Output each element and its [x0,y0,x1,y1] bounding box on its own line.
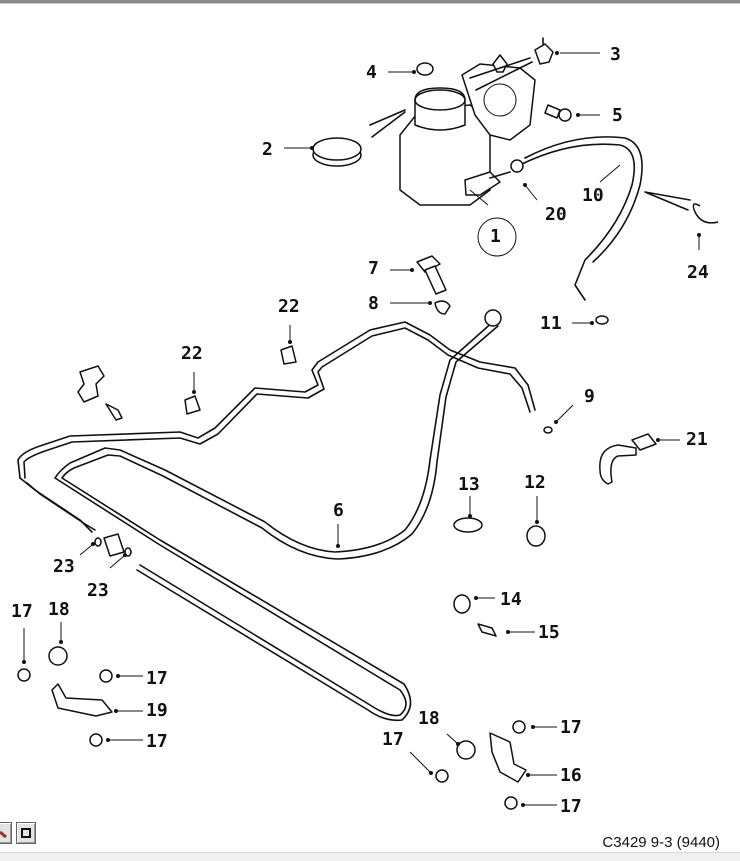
callout-13: 13 [458,474,480,495]
callout-17-b: 17 [146,668,168,689]
o-ring-11-part [595,315,609,325]
pump-part [461,54,536,141]
callout-20: 20 [545,204,567,225]
callout-9: 9 [584,386,595,407]
pipe-assembly [17,309,536,722]
o-ring-part [416,62,434,76]
callout-7: 7 [368,258,379,279]
bolt-part [544,104,572,122]
callout-12: 12 [524,472,546,493]
callout-19: 19 [146,700,168,721]
callout-22-b: 22 [278,296,300,317]
bracket-19-part [51,683,113,717]
callout-17-a: 17 [11,601,33,622]
clip-24-part [692,203,719,224]
diagram-drawing [17,37,719,810]
bolt-15-part [477,623,497,637]
callout-5: 5 [612,105,623,126]
clip-20-part [510,159,524,173]
callout-6: 6 [333,500,344,521]
callout-18-a: 18 [48,599,70,620]
grommet-14-part [453,594,471,614]
callout-15: 15 [538,622,560,643]
callout-14: 14 [500,589,522,610]
fit-window-button[interactable] [16,822,36,844]
washer-8-part [434,300,451,315]
callout-1: 1 [490,226,501,247]
callout-17-e: 17 [560,717,582,738]
callout-18-b: 18 [418,708,440,729]
callout-3: 3 [610,44,621,65]
bracket-16-part [489,732,527,783]
callout-17-f: 17 [560,796,582,817]
callout-16: 16 [560,765,582,786]
callout-17-c: 17 [146,731,168,752]
reservoir-part [399,87,511,206]
status-bar [0,852,740,861]
clip-22b-part [280,345,297,365]
bolt-17e-part [512,720,526,734]
callout-23-a: 23 [53,556,75,577]
callout-10: 10 [582,185,604,206]
union-23-part [103,533,125,557]
grommet-18b-part [456,740,476,760]
hose-10 [519,143,636,301]
callout-circle-1 [477,217,517,257]
callout-22-a: 22 [181,343,203,364]
grommet-12-part [526,525,546,547]
callout-4: 4 [366,62,377,83]
leader-lines [22,51,701,807]
clamp-21-part [599,444,637,485]
grommet-18a-part [48,646,68,666]
bolt-17f-part [504,796,518,810]
hose-clamp-13-part [453,517,483,533]
sensor-part [534,37,554,65]
callout-2: 2 [262,139,273,160]
window-top-border [0,0,740,4]
fit-window-icon [21,828,31,838]
callout-8: 8 [368,293,379,314]
clip-22a-part [184,395,201,415]
o-ring-9-part [543,426,553,434]
bolt-17b-part [99,669,113,683]
bolt-7-part [416,255,447,295]
callout-23-b: 23 [87,580,109,601]
bolt-17c-part [89,733,103,747]
bolt-17a-part [17,668,31,682]
figure-id: C3429 9-3 (9440) [602,834,720,851]
cap-part [312,137,362,167]
callout-11: 11 [540,313,562,334]
callout-21: 21 [686,429,708,450]
edit-icon [0,830,8,839]
bolt-17d-part [435,769,449,783]
callout-24: 24 [687,262,709,283]
bracket-part [77,365,105,403]
edit-button[interactable] [0,822,12,844]
callout-17-d: 17 [382,729,404,750]
parts-diagram [0,4,740,849]
